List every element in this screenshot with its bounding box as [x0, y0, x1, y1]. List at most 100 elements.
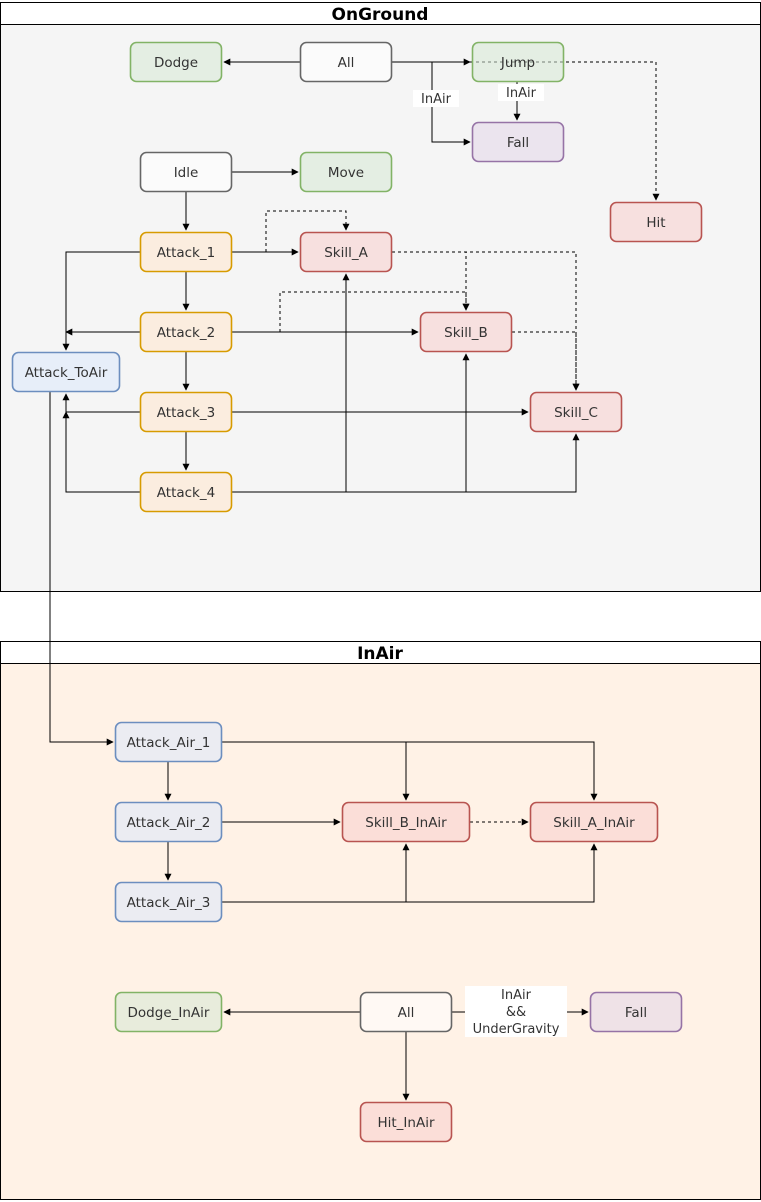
node-label-attackToAir: Attack_ToAir: [25, 365, 108, 381]
edge-skillA-skillC: [392, 251, 580, 391]
node-label-hit: Hit: [646, 215, 665, 231]
edge-label-all-fall: InAir: [421, 92, 452, 107]
edge-label-bg: [498, 84, 544, 101]
state-node-jump[interactable]: Jump: [471, 41, 565, 83]
node-label-fallAir: Fall: [625, 1005, 647, 1021]
state-node-skillC[interactable]: Skill_C: [529, 391, 623, 433]
node-border: [139, 151, 233, 193]
node-label-idle: Idle: [174, 165, 199, 181]
state-node-hitInAir[interactable]: Hit_InAir: [359, 1101, 453, 1143]
node-border: [114, 991, 223, 1033]
state-node-skillB[interactable]: Skill_B: [419, 311, 513, 353]
node-fill: [360, 1102, 452, 1142]
node-border: [139, 471, 233, 513]
node-border: [471, 41, 565, 83]
node-fill: [140, 472, 232, 512]
node-label-attackAir2: Attack_Air_2: [127, 815, 211, 831]
edge-label-allAir-fallAir: InAir&&UnderGravity: [473, 988, 560, 1037]
edge-label-jump-fall: InAir: [506, 86, 537, 101]
node-fill: [115, 722, 222, 762]
edge-air3-skillAInAir: [406, 843, 598, 903]
state-node-skillBInAir[interactable]: Skill_B_InAir: [341, 801, 471, 843]
node-label-attack2: Attack_2: [157, 325, 215, 341]
node-border: [471, 121, 565, 163]
state-node-dodge[interactable]: Dodge: [129, 41, 223, 83]
node-border: [359, 1101, 453, 1143]
edge-attack4-skillC: [466, 433, 580, 493]
state-node-fall[interactable]: Fall: [471, 121, 565, 163]
node-label-allAir: All: [398, 1005, 415, 1021]
node-label-attack3: Attack_3: [157, 405, 215, 421]
node-fill: [300, 232, 392, 272]
state-node-attack3[interactable]: Attack_3: [139, 391, 233, 433]
node-fill: [140, 152, 232, 192]
node-fill: [610, 202, 702, 242]
node-fill: [300, 42, 392, 82]
node-border: [114, 721, 223, 763]
state-node-attack1[interactable]: Attack_1: [139, 231, 233, 273]
state-node-dodgeInAir[interactable]: Dodge_InAir: [114, 991, 223, 1033]
node-border: [341, 801, 471, 843]
state-node-attack2[interactable]: Attack_2: [139, 311, 233, 353]
node-border: [609, 201, 703, 243]
node-fill: [472, 122, 564, 162]
state-node-skillAInAir[interactable]: Skill_A_InAir: [529, 801, 659, 843]
state-node-attackToAir[interactable]: Attack_ToAir: [11, 351, 121, 393]
node-border: [139, 231, 233, 273]
node-border: [529, 801, 659, 843]
panel-title-onground: OnGround: [332, 5, 429, 25]
state-node-move[interactable]: Move: [299, 151, 393, 193]
edge-attack4-toair: [62, 411, 140, 493]
node-fill: [140, 232, 232, 272]
node-label-hitInAir: Hit_InAir: [377, 1115, 434, 1131]
state-node-skillA[interactable]: Skill_A: [299, 231, 393, 273]
node-border: [529, 391, 623, 433]
state-node-fallAir[interactable]: Fall: [589, 991, 683, 1033]
node-label-skillA: Skill_A: [324, 245, 368, 261]
panel-onground: OnGround: [0, 2, 761, 592]
node-label-attackAir1: Attack_Air_1: [127, 735, 211, 751]
state-node-allAir[interactable]: All: [359, 991, 453, 1033]
node-fill: [530, 392, 622, 432]
state-node-attackAir1[interactable]: Attack_Air_1: [114, 721, 223, 763]
node-fill: [115, 882, 222, 922]
node-fill: [115, 992, 222, 1032]
node-label-skillBInAir: Skill_B_InAir: [365, 815, 447, 831]
state-node-attack4[interactable]: Attack_4: [139, 471, 233, 513]
node-fill: [530, 802, 658, 842]
node-fill: [342, 802, 470, 842]
node-fill: [472, 42, 564, 82]
edge-toair-air1: [49, 392, 114, 746]
state-node-attackAir2[interactable]: Attack_Air_2: [114, 801, 223, 843]
node-fill: [590, 992, 682, 1032]
node-fill: [420, 312, 512, 352]
node-label-skillC: Skill_C: [554, 405, 598, 421]
state-node-hit[interactable]: Hit: [609, 201, 703, 243]
node-fill: [300, 152, 392, 192]
node-label-attack1: Attack_1: [157, 245, 215, 261]
node-label-attack4: Attack_4: [157, 485, 215, 501]
node-label-fall: Fall: [507, 135, 529, 151]
state-node-idle[interactable]: Idle: [139, 151, 233, 193]
node-border: [589, 991, 683, 1033]
node-border: [359, 991, 453, 1033]
node-border: [114, 881, 223, 923]
state-node-all[interactable]: All: [299, 41, 393, 83]
node-border: [139, 391, 233, 433]
node-border: [299, 231, 393, 273]
node-label-dodgeInAir: Dodge_InAir: [128, 1005, 210, 1021]
edge-label-bg: [413, 90, 459, 107]
edge-air1-skillAInAir: [406, 741, 598, 801]
node-border: [139, 311, 233, 353]
node-border: [299, 151, 393, 193]
edge-attack1-toair: [62, 251, 140, 351]
node-border: [419, 311, 513, 353]
node-label-attackAir3: Attack_Air_3: [127, 895, 211, 911]
node-label-dodge: Dodge: [154, 55, 198, 71]
edge-skillB-skillB: [279, 291, 470, 332]
node-label-all: All: [338, 55, 355, 71]
state-node-attackAir3[interactable]: Attack_Air_3: [114, 881, 223, 923]
node-label-skillB: Skill_B: [444, 325, 488, 341]
node-fill: [12, 352, 120, 392]
